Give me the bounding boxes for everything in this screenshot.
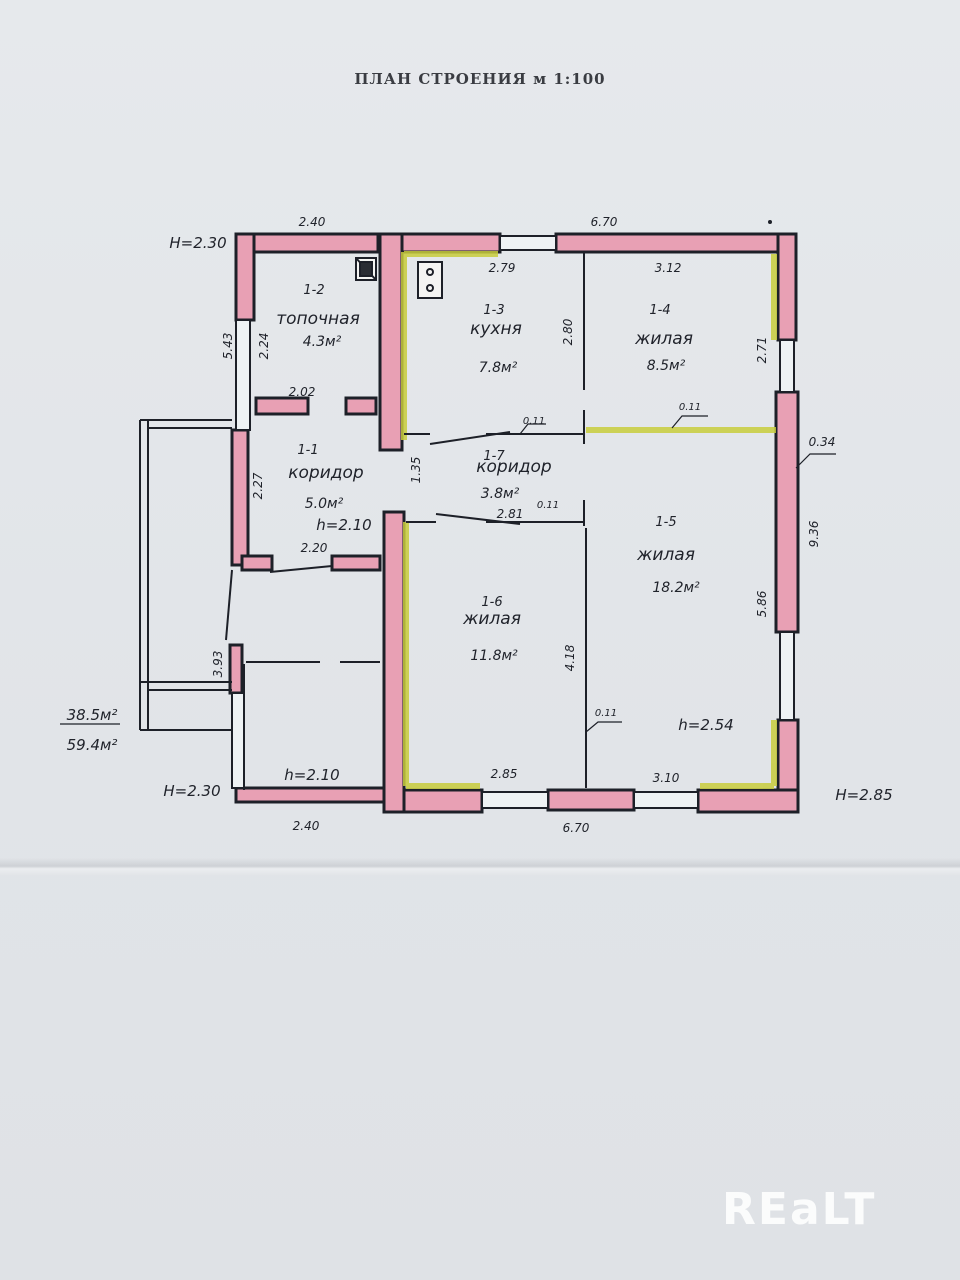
dim-bottom-left: 2.40 (293, 819, 320, 833)
height-main: h=2.54 (678, 716, 733, 734)
room-labels: 1-2 топочная 4.3м² 1-3 кухня 7.8м² 1-4 ж… (276, 283, 700, 664)
windows (231, 235, 795, 809)
room-name: жилая (634, 329, 693, 349)
elevation-bottom-right: H=2.85 (835, 786, 892, 804)
height-annex: h=2.10 (284, 766, 339, 784)
wall-main-left-lower (382, 510, 406, 814)
height-hall: h=2.10 (316, 516, 371, 534)
dim-room11-width: 2.20 (301, 541, 328, 555)
dim-room16-width: 2.85 (491, 767, 518, 781)
dim-partition-4: 0.11 (595, 708, 617, 719)
room-area: 8.5м² (647, 358, 686, 374)
room-id: 1-7 (483, 449, 505, 464)
dim-room15-depth: 5.86 (755, 590, 769, 617)
total-area: 59.4м² (67, 736, 118, 754)
dim-room14-width: 3.12 (655, 261, 682, 275)
dim-right-total: 9.36 (807, 520, 821, 547)
window-kitchen (499, 235, 557, 251)
room-area: 11.8м² (470, 648, 518, 664)
room-id: 1-6 (481, 595, 502, 610)
room-id: 1-1 (297, 443, 318, 458)
wall-main-bottom-right (696, 788, 800, 814)
height-labels: h=2.10 h=2.54 h=2.10 H=2.30 H=2.30 H=2.8… (163, 234, 892, 804)
exterior-walls (228, 232, 800, 814)
wall-annex-left-upper (234, 232, 256, 322)
dim-bottom-right: 6.70 (563, 821, 590, 835)
leader-lines (60, 415, 836, 733)
dim-top-left: 2.40 (299, 215, 326, 229)
wall-annex-bottom (234, 786, 388, 804)
dim-left-upper: 5.43 (221, 333, 235, 360)
dim-corridor-depth: 1.35 (409, 457, 423, 484)
interior-lining (401, 251, 777, 789)
dim-room12-width: 2.02 (289, 385, 316, 399)
wall-stub-2 (344, 396, 378, 416)
window-room16 (481, 791, 549, 809)
dim-partition-2: 0.11 (679, 402, 701, 413)
room-area: 3.8м² (481, 486, 520, 502)
dim-room16-depth: 4.18 (563, 644, 577, 671)
wall-annex-left-lower (228, 643, 244, 695)
plan-title: ПЛАН СТРОЕНИЯ м 1:100 (354, 70, 606, 88)
stove-icon (417, 261, 443, 299)
room-id: 1-3 (483, 303, 504, 318)
window-room14 (779, 339, 795, 393)
door-swing-4 (225, 569, 233, 641)
room-area: 4.3м² (303, 334, 342, 350)
ink-mark (768, 220, 772, 224)
wall-stub-4 (330, 554, 382, 572)
wall-main-bottom-middle (546, 788, 636, 812)
window-annex-left (235, 319, 251, 431)
room-area: 7.8м² (479, 360, 518, 376)
room-name: жилая (462, 609, 521, 629)
dim-top-right: 6.70 (591, 215, 618, 229)
porch (139, 419, 232, 731)
window-annex-lower (231, 692, 245, 789)
door-swing-3 (269, 565, 333, 573)
wall-stub-1 (254, 396, 310, 416)
realt-watermark-logo: REaLT (722, 1184, 877, 1235)
elevation-top-left: H=2.30 (169, 234, 226, 252)
boiler-icon (355, 257, 377, 281)
dim-kitchen-depth: 2.80 (561, 318, 575, 345)
wall-annex-top (234, 232, 380, 254)
door-swing-2 (435, 513, 521, 525)
dim-room15-width: 3.10 (653, 771, 680, 785)
dim-left-lower: 3.93 (211, 651, 225, 678)
room-id: 1-2 (303, 283, 324, 298)
room-name: топочная (276, 309, 360, 329)
room-area: 18.2м² (652, 580, 700, 596)
elevation-bottom-left: H=2.30 (163, 782, 220, 800)
window-room15-bottom (633, 791, 699, 809)
total-living-area: 38.5м² (67, 706, 118, 724)
dim-wall-thickness: 0.34 (809, 435, 836, 449)
wall-annex-left-middle (230, 428, 250, 567)
room-area: 5.0м² (305, 496, 344, 512)
dim-room11-depth: 2.27 (251, 472, 265, 499)
door-swing-1 (429, 431, 511, 445)
wall-stub-3 (240, 554, 274, 572)
totals: 38.5м² 59.4м² (67, 706, 118, 754)
wall-main-left-upper (378, 232, 404, 452)
dim-kitchen-width: 2.79 (489, 261, 516, 275)
room-name: коридор (288, 463, 364, 483)
room-id: 1-5 (655, 515, 676, 530)
dimension-labels: 2.40 6.70 2.79 3.12 2.02 2.20 0.11 0.11 … (211, 215, 835, 835)
room-name: коридор (476, 457, 552, 477)
wall-main-top-right (554, 232, 798, 254)
dim-partition-1: 0.11 (523, 416, 545, 427)
room-name: кухня (470, 319, 522, 339)
room-name: жилая (636, 545, 695, 565)
dim-corridor-width: 2.81 (497, 507, 524, 521)
paper-fold-crease (0, 858, 960, 876)
wall-main-right-upper (776, 232, 798, 342)
dim-partition-3: 0.11 (537, 500, 559, 511)
room-id: 1-4 (649, 303, 670, 318)
window-room15 (779, 631, 795, 721)
wall-main-right-middle (774, 390, 800, 634)
dim-room14-depth: 2.71 (755, 337, 769, 364)
dim-room12-depth: 2.24 (257, 333, 271, 360)
